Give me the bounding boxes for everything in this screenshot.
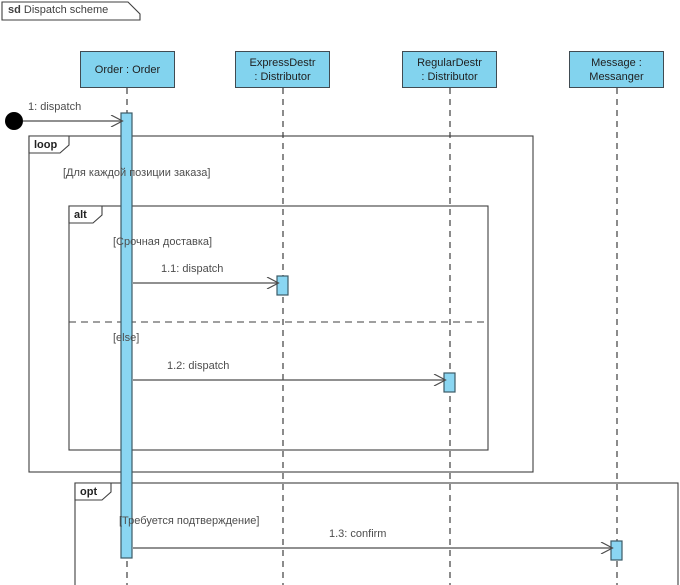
lifeline-head-expressdestr-line2: : Distributor: [254, 70, 311, 83]
frame-name: Dispatch scheme: [23, 4, 109, 16]
lifeline-head-order-line1: Order : Order: [94, 63, 161, 76]
lifeline-head-regulardestr-label: RegularDestr : Distributor: [417, 56, 482, 84]
lifeline-head-regulardestr-line2: : Distributor: [421, 70, 478, 83]
fragment-guard-loop: [Для каждой позиции заказа]: [63, 167, 211, 179]
lifeline-head-order-label: Order : Order: [95, 63, 160, 77]
fragment-alt: [68, 205, 489, 451]
lifeline-head-regulardestr-line1: RegularDestr: [417, 56, 482, 69]
frame-keyword: sd: [8, 4, 21, 16]
lifeline-head-messanger-line2: Messanger: [589, 70, 644, 83]
sd-frame-outline: [1, 1, 141, 21]
activation-bars: [120, 112, 623, 561]
lifeline-head-expressdestr[interactable]: ExpressDestr : Distributor: [235, 51, 330, 88]
fragment-opt: [74, 482, 679, 585]
fragment-guard-alt: [Срочная доставка]: [113, 236, 213, 248]
fragment-guard-alt-else: [else]: [113, 332, 140, 344]
lifeline-head-messanger-label: Message : Messanger: [589, 56, 643, 84]
lifeline-head-order[interactable]: Order : Order: [80, 51, 175, 88]
lifeline-head-messanger-line1: Message :: [591, 56, 642, 69]
activation-expressdestr: [276, 275, 289, 296]
lifeline-head-messanger[interactable]: Message : Messanger: [569, 51, 664, 88]
fragment-operator-loop: loop: [34, 139, 58, 151]
lifeline-head-expressdestr-label: ExpressDestr : Distributor: [249, 56, 315, 84]
found-message-1: [5, 112, 122, 130]
found-message-start-dot: [5, 112, 23, 130]
message-label-1: 1: dispatch: [28, 101, 82, 113]
fragment-loop: [28, 135, 534, 473]
lifeline-head-expressdestr-line1: ExpressDestr: [249, 56, 316, 69]
fragment-guard-opt: [Требуется подтверждение]: [119, 515, 260, 527]
lifeline-head-regulardestr[interactable]: RegularDestr : Distributor: [402, 51, 497, 88]
diagram-frame-title: sd Dispatch scheme: [8, 4, 108, 17]
fragment-operator-opt: opt: [80, 486, 98, 498]
message-label-1-3: 1.3: confirm: [329, 528, 387, 540]
lifelines-group: [126, 88, 618, 585]
message-label-1-1: 1.1: dispatch: [161, 263, 224, 275]
fragment-operator-alt: alt: [74, 209, 87, 221]
activation-order: [120, 112, 133, 559]
activation-messanger: [610, 540, 623, 561]
message-label-1-2: 1.2: dispatch: [167, 360, 230, 372]
activation-regulardestr: [443, 372, 456, 393]
